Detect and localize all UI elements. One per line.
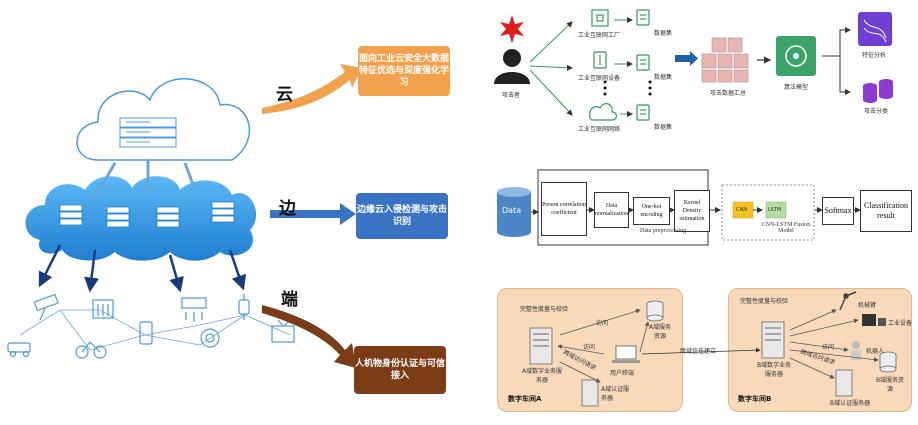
server-a-icon [529, 327, 553, 365]
attacker-label: 攻击者 [502, 92, 521, 99]
aggregate-data-icon [701, 37, 749, 83]
onehot-box: One-hot encoding [633, 197, 670, 225]
algorithm-model-icon [776, 36, 816, 76]
cloud-security-box: 面向工业云安全大数据特征优选与深度强化学习 [358, 46, 450, 96]
source-device-label: 工业互联网设备 [578, 75, 621, 82]
cross-domain-link [641, 347, 761, 355]
lstm-label: LSTM [768, 207, 782, 213]
feature-label: 特征分析 [862, 52, 887, 59]
edge-tier-label: 边 [279, 199, 296, 219]
industrial-device-icon [862, 314, 886, 326]
attack-classification-icon [863, 79, 893, 103]
cross-domain-label: 跨域信任建立 [680, 348, 717, 355]
source-factory-label: 工业互联网工厂 [578, 32, 621, 39]
end-authentication-box: 人机物身份认证与可信接入 [354, 346, 446, 394]
cloud-tier-graphic [76, 78, 250, 161]
dataset-label-3: 数据集 [654, 124, 673, 131]
feature-analysis-icon [858, 12, 892, 46]
resource-b-icon [879, 351, 897, 373]
end-tier-arrow [262, 305, 356, 368]
server-a-label: A域数字业务服务器 [521, 368, 563, 384]
kde-box: Kernel Density estimation [674, 190, 710, 232]
device-source-icon [593, 51, 607, 69]
edge-detection-box: 边缘云入侵检测与攻击识别 [356, 193, 448, 239]
preprocessing-label: Data preprocessing [640, 228, 687, 234]
device-robot-label: 机器人 [866, 348, 885, 355]
workshop-a-icons [529, 300, 664, 407]
integrity-b-label: 完整性度量与校验 [740, 298, 789, 305]
terminal-icon [612, 345, 640, 363]
model-label: 算法模型 [784, 84, 809, 91]
end-device-mesh [19, 309, 291, 351]
auth-a-icon [581, 379, 599, 407]
end-device-links [38, 244, 247, 293]
resource-b-label: B域服务资源 [875, 377, 905, 393]
access-a2-label: 访问 [583, 344, 596, 351]
server-unit-icon [181, 297, 207, 322]
cloud-server-icon [119, 117, 177, 148]
source-network-label: 工业互联网网络 [578, 126, 621, 133]
data-cylinder-icon [497, 187, 531, 237]
dataset-icon [636, 104, 650, 121]
terminal-label: 用户终端 [610, 370, 635, 377]
access-a-label: 访问 [596, 320, 609, 327]
tv-icon [271, 319, 295, 343]
cnn-label: CNN [736, 207, 747, 213]
factory-icon [92, 299, 114, 319]
classify-label: 攻击分类 [864, 108, 889, 115]
auth-a-label: A域认证服务器 [601, 386, 630, 402]
workshop-b-label: 数字车间B [738, 395, 772, 403]
bicycle-icon [75, 341, 107, 359]
edge-server-icon [59, 204, 83, 226]
workshop-b-icons [761, 291, 897, 397]
watch-icon [238, 294, 250, 320]
resource-a-icon [646, 300, 664, 322]
server-b-label: B域数字业务服务器 [756, 362, 792, 378]
aggregate-label: 攻击数据汇总 [710, 90, 747, 97]
result-box: Classification result [860, 190, 912, 232]
normalization-box: Data normalization [594, 192, 629, 228]
edge-server-icon [106, 206, 130, 228]
auth-b-icon [835, 369, 853, 397]
end-tier-label: 端 [281, 290, 298, 310]
edge-tier-arrow [270, 203, 356, 225]
workshop-a-label: 数字车间A [508, 395, 542, 403]
dataset-icon [636, 54, 650, 71]
factory-source-icon [591, 9, 609, 27]
attacker-icon [494, 15, 530, 84]
car-icon [7, 342, 31, 358]
integrity-a-label: 完整性度量与校验 [520, 306, 569, 313]
robot-vacuum-icon [200, 328, 220, 348]
edge-server-icon [156, 206, 180, 228]
dataset-label-1: 数据集 [654, 30, 673, 37]
robot-icon [851, 341, 861, 360]
fusion-label: CNN-LSTM Fusion Model [761, 222, 811, 234]
cloud-tier-label: 云 [276, 85, 293, 105]
edge-cloud-graphic [25, 160, 257, 261]
phone-icon [139, 321, 153, 345]
dataset-icon [636, 9, 650, 26]
camera-icon [33, 293, 59, 321]
access-b-label: 访问 [822, 344, 835, 351]
softmax-box: Softmax [822, 197, 854, 225]
data-label: Data [502, 206, 522, 215]
lstm-block [765, 201, 787, 219]
network-source-icon [589, 103, 618, 121]
auth-b-label: B域认证服务器 [830, 400, 871, 407]
device-industrial-label: 工业设备 [888, 320, 913, 327]
device-robot-arm-label: 机械臂 [858, 302, 877, 309]
server-b-icon [761, 321, 785, 359]
dataset-label-2: 数据集 [654, 74, 673, 81]
cloud-tier-arrow [262, 64, 362, 114]
pearson-box: Person correlation coefficient [541, 182, 587, 236]
resource-a-label: A域服务资源 [648, 324, 672, 340]
robot-arm-icon [839, 291, 857, 311]
edge-server-icon [211, 201, 235, 223]
